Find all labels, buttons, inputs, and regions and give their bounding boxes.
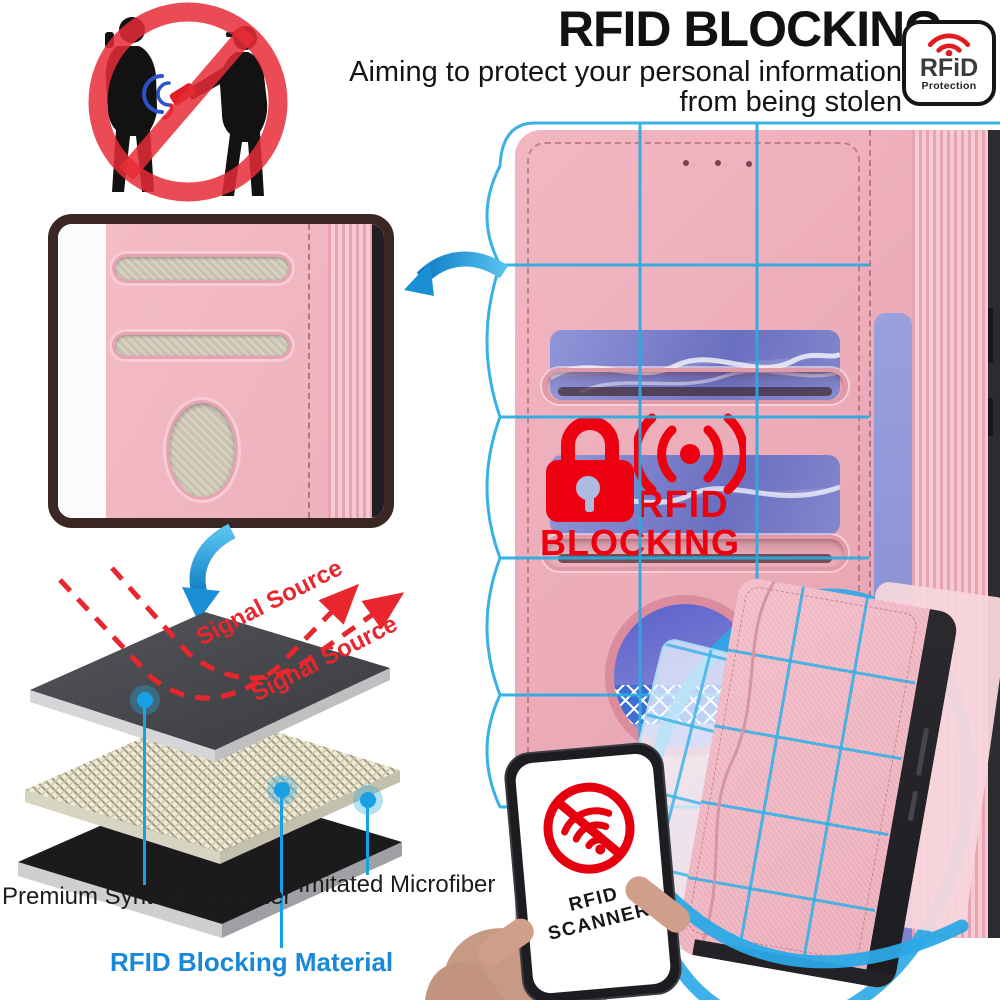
rfid-protection-badge: RFiD Protection — [902, 20, 996, 106]
scanner-screen: RFID SCANNER — [514, 752, 672, 995]
flap-seam — [696, 580, 776, 957]
layer-marker-dot — [137, 692, 153, 708]
rfid-blocking-text: RFID — [636, 484, 729, 526]
layer-top-edge — [30, 690, 215, 762]
layer-bottom-edge — [222, 842, 402, 938]
no-skimming-icon — [88, 2, 288, 202]
curved-arrow-left-icon — [404, 251, 508, 296]
card-slot — [112, 254, 292, 283]
scanner-phone: RFID SCANNER — [502, 740, 684, 1000]
broadcast-icon — [634, 413, 746, 495]
layer-label-microfiber: Imitated Microfiber — [298, 871, 496, 898]
hand-fingers — [425, 876, 690, 1000]
layer-marker-dot — [274, 782, 290, 798]
page-title: RFID BLOCKING — [557, 1, 943, 57]
ribbed-spine — [328, 224, 372, 518]
layer-top-edge — [215, 668, 390, 762]
phone-button — [988, 308, 993, 363]
subtitle-line-2: from being stolen — [679, 86, 902, 118]
photo-margin — [58, 224, 107, 518]
material-layers-diagram: Signal Source Signal Source Premium Synt… — [0, 495, 495, 1000]
case-interior-photo — [48, 214, 394, 528]
layer-bottom-edge — [18, 862, 222, 938]
phone-button — [988, 398, 993, 436]
phone-edge — [372, 224, 384, 518]
curved-arrow-down-icon — [182, 523, 236, 621]
layer-middle-edge — [220, 770, 400, 864]
layers-art — [18, 566, 405, 938]
signal-bounce-arrows — [58, 566, 405, 701]
leader-line — [366, 800, 369, 875]
card-slot — [542, 535, 848, 571]
wifi-icon — [927, 33, 971, 56]
card-slot — [112, 332, 292, 359]
leader-line — [280, 790, 283, 948]
rfid-scanner-scene: RFID SCANNER — [425, 733, 720, 1000]
closed-case — [674, 575, 960, 991]
layer-label-leather: Premium Synthetic Leather — [2, 883, 292, 910]
card-slot — [542, 368, 848, 404]
leader-line — [143, 700, 146, 885]
speaker-hole — [746, 161, 752, 167]
speaker-hole — [683, 160, 689, 166]
lock-icon — [561, 416, 619, 466]
subtitle: Aiming to protect your personal informat… — [290, 57, 902, 117]
badge-caption: Protection — [921, 80, 977, 92]
layer-middle-rfid-mesh — [25, 710, 400, 852]
subtitle-line-1: Aiming to protect your personal informat… — [349, 56, 902, 88]
layer-middle-edge — [25, 790, 220, 864]
no-wifi-icon — [537, 776, 641, 880]
slot-opening — [558, 387, 832, 396]
layer-top-leather — [30, 612, 390, 750]
layer-label-rfid-material: RFID Blocking Material — [110, 947, 394, 977]
speaker-hole — [715, 160, 721, 166]
prohibition-icon — [88, 2, 288, 202]
stitch-line — [308, 224, 310, 518]
stitch-line — [869, 130, 871, 938]
layer-marker-dot — [360, 792, 376, 808]
badge-brand: RFiD — [919, 54, 979, 82]
keyhole — [585, 496, 594, 512]
thumb-cutout — [166, 400, 238, 500]
